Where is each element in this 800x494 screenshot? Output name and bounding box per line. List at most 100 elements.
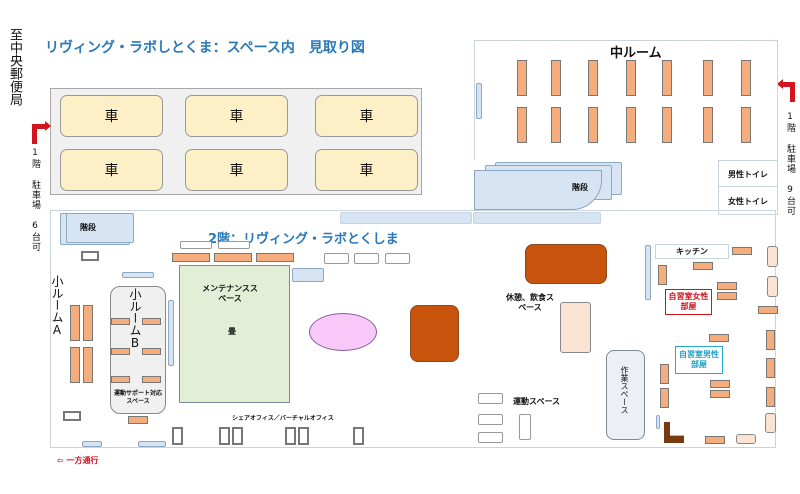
parking-right-label: 1階 駐車場 9台可: [785, 112, 795, 216]
mat: [519, 414, 531, 440]
stairs-top-label: 階段: [572, 183, 588, 192]
middle-room-label: 中ルーム: [610, 46, 662, 61]
parking-left-label: 1階 駐車場 6台可: [30, 148, 40, 252]
desk: [517, 60, 527, 96]
desk: [709, 334, 729, 342]
shelf: [138, 441, 166, 447]
stairs-left-label: 階段: [80, 223, 96, 232]
desk: [660, 364, 669, 384]
mat: [478, 432, 503, 443]
table: [525, 244, 607, 284]
arrow-right-parking-icon: [790, 82, 795, 102]
cabinet: [292, 268, 324, 282]
arrow-right-parking-icon-head: [777, 79, 783, 89]
desk: [256, 253, 294, 262]
desk: [717, 282, 737, 290]
desk: [83, 347, 93, 383]
desk: [551, 60, 561, 96]
wall-segment: [340, 212, 472, 224]
chair: [219, 427, 230, 445]
desk: [111, 318, 130, 325]
desk: [588, 60, 598, 96]
desk: [83, 305, 93, 341]
table: [324, 253, 349, 264]
table: [354, 253, 379, 264]
parking-space: 車: [185, 149, 288, 191]
desk: [758, 306, 778, 314]
chair: [172, 427, 183, 445]
desk: [705, 436, 725, 444]
desk: [741, 107, 751, 143]
maintenance-label: メンテナンススペース: [202, 284, 258, 303]
womens-toilet: 女性トイレ: [728, 197, 768, 206]
desk: [703, 107, 713, 143]
middle-room: [474, 40, 778, 160]
wall-segment: [473, 212, 601, 224]
locker: [767, 276, 778, 297]
work-space: [606, 350, 645, 440]
mat: [478, 414, 503, 425]
shelf: [82, 441, 102, 447]
exercise-space-label: 運動スペース: [513, 397, 561, 406]
parking-space: 車: [60, 149, 163, 191]
mens-toilet: 男性トイレ: [718, 160, 778, 187]
desk: [741, 60, 751, 96]
maintenance-space: [179, 265, 290, 403]
rest-dining-label: 休憩、飲食スペース: [506, 293, 554, 312]
desk: [551, 107, 561, 143]
desk: [517, 107, 527, 143]
partition: [656, 415, 660, 429]
desk: [214, 253, 252, 262]
desk: [766, 330, 775, 350]
desk: [128, 416, 148, 424]
table: [385, 253, 410, 264]
table: [560, 302, 591, 353]
exercise-support-label: 運動サポート対応スペース: [113, 390, 162, 405]
desk: [142, 318, 161, 325]
stairs-left: [66, 213, 134, 243]
desk: [662, 107, 672, 143]
page-title: リヴィング・ラボしとくま：スペース内 見取り図: [45, 40, 365, 56]
chair: [81, 251, 99, 261]
desk: [717, 292, 737, 300]
table: [218, 241, 250, 249]
table: [180, 241, 212, 249]
shelf: [122, 272, 154, 278]
desk: [703, 60, 713, 96]
study-room-men: 自習室男性部屋: [675, 346, 723, 374]
small-room-b-label: 小ルームB: [128, 288, 142, 350]
shelf: [476, 83, 482, 119]
desk: [693, 262, 713, 270]
desk: [111, 348, 130, 355]
arrow-right-parking-icon-bar: [782, 82, 795, 87]
tatami-label: 畳: [228, 327, 236, 336]
desk: [111, 376, 130, 383]
parking-space: 車: [315, 95, 418, 137]
locker: [736, 434, 756, 444]
desk: [142, 376, 161, 383]
direction-label: 至中央郵便局: [7, 28, 22, 106]
mat: [478, 393, 503, 404]
desk: [710, 390, 730, 398]
partition: [168, 300, 174, 366]
desk: [172, 253, 210, 262]
table: [410, 305, 459, 362]
parking-space: 車: [60, 95, 163, 137]
locker: [767, 246, 778, 267]
desk: [662, 60, 672, 96]
desk: [626, 107, 636, 143]
desk: [70, 305, 80, 341]
study-room-women: 自習室女性部屋: [665, 289, 712, 315]
work-space-label: 作業スペース: [620, 366, 629, 414]
desk: [766, 358, 775, 378]
kitchen: キッチン: [655, 244, 729, 259]
desk: [588, 107, 598, 143]
chair: [63, 411, 81, 421]
second-floor: [50, 210, 776, 448]
chair: [232, 427, 243, 445]
desk: [658, 265, 667, 285]
chair: [285, 427, 296, 445]
locker: [765, 413, 776, 433]
arrow-left-parking-icon-bar: [32, 124, 46, 129]
desk: [766, 387, 775, 407]
